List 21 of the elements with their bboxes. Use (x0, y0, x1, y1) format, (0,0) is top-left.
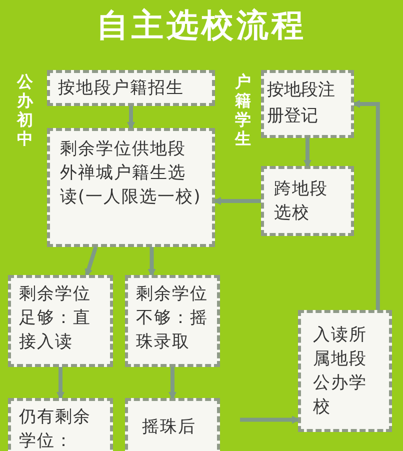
process-box: 摇珠后 (125, 398, 220, 451)
process-box: 按地段户籍招生 (47, 70, 215, 106)
side-label: 公办初中 (16, 72, 34, 148)
process-box: 入读所属地段公办学校 (298, 310, 392, 432)
title: 自主选校流程 (96, 5, 308, 46)
side-label: 户籍学生 (234, 72, 252, 148)
arrow (240, 416, 300, 424)
process-box: 跨地段选校 (261, 166, 354, 236)
process-box: 按地段注册登记 (261, 70, 354, 138)
process-box: 剩余学位不够：摇珠录取 (125, 275, 220, 367)
arrow (304, 138, 312, 168)
arrow (56, 367, 64, 400)
arrow (352, 100, 380, 310)
process-box: 剩余学位足够：直接入读 (8, 275, 113, 367)
process-box: 仍有剩余学位： (8, 398, 113, 451)
arrow (168, 367, 176, 400)
arrow (213, 197, 261, 205)
process-box: 剩余学位供地段外禅城户籍生选读(一人限选一校) (47, 128, 215, 247)
arrow (84, 246, 98, 277)
arrow (127, 106, 135, 130)
arrow (148, 247, 156, 277)
